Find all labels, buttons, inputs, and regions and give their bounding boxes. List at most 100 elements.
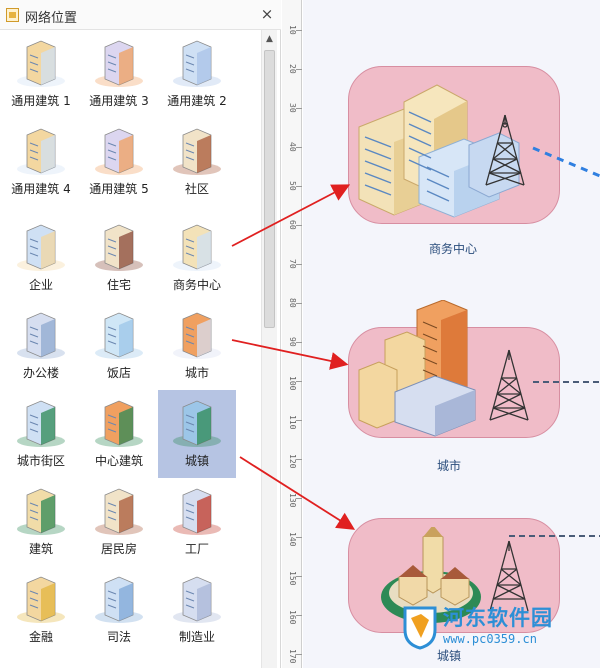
library-item-label: 商务中心 <box>172 278 221 292</box>
library-item-label: 通用建筑 4 <box>11 182 71 196</box>
ruler-tick-label: 70 <box>288 259 297 269</box>
node-business-center[interactable] <box>348 66 560 224</box>
central-building-icon <box>95 400 143 447</box>
ruler-tick-label: 90 <box>288 337 297 347</box>
library-item[interactable]: 通用建筑 4 <box>2 118 80 206</box>
business-center-icon <box>173 224 221 271</box>
library-item[interactable]: 通用建筑 5 <box>80 118 158 206</box>
library-item[interactable]: 通用建筑 2 <box>158 30 236 118</box>
library-item-label: 通用建筑 1 <box>11 94 71 108</box>
ruler-tick-label: 130 <box>288 493 297 508</box>
library-item[interactable]: 居民房 <box>80 478 158 566</box>
house-icon <box>95 224 143 271</box>
library-item[interactable]: 制造业 <box>158 566 236 654</box>
library-item[interactable]: 中心建筑 <box>80 390 158 478</box>
library-item-label: 社区 <box>184 182 209 196</box>
library-item[interactable]: 商务中心 <box>158 214 236 302</box>
ruler-tick-label: 120 <box>288 454 297 469</box>
watermark-title: 河东软件园 <box>443 606 553 630</box>
ruler-tick-label: 50 <box>288 181 297 191</box>
ruler-tick-label: 10 <box>288 25 297 35</box>
link-blue-dashed <box>532 146 600 178</box>
watermark: 河东软件园 www.pc0359.cn <box>395 598 595 660</box>
office-park-icon <box>17 224 65 271</box>
library-item[interactable]: 饭店 <box>80 302 158 390</box>
library-item[interactable]: 办公楼 <box>2 302 80 390</box>
library-item[interactable]: 建筑 <box>2 478 80 566</box>
factory-icon <box>173 488 221 535</box>
city-icon <box>358 300 476 437</box>
building-icon <box>17 40 65 87</box>
manufacturing-icon <box>173 576 221 623</box>
library-item-label: 中心建筑 <box>94 454 143 468</box>
library-item-label: 城市街区 <box>16 454 65 468</box>
vertical-scrollbar[interactable]: ▲ <box>261 30 277 668</box>
city-icon <box>173 312 221 359</box>
library-item-label: 司法 <box>106 630 131 644</box>
ruler-tick-label: 30 <box>288 103 297 113</box>
library-item-label: 制造业 <box>178 630 215 644</box>
ruler-tick-label: 160 <box>288 610 297 625</box>
skyscraper-icon <box>173 40 221 87</box>
library-item[interactable]: 通用建筑 1 <box>2 30 80 118</box>
town-icon <box>381 527 481 623</box>
watermark-url: www.pc0359.cn <box>443 632 537 646</box>
panel-title: 网络位置 <box>25 11 78 26</box>
library-icon <box>6 8 19 22</box>
ruler-tick-label: 80 <box>288 298 297 308</box>
library-item[interactable]: 司法 <box>80 566 158 654</box>
library-item-label: 工厂 <box>184 542 209 556</box>
antenna-tower-icon <box>489 349 529 421</box>
node-label-town: 城镇 <box>436 649 461 663</box>
ruler-tick-label: 60 <box>288 220 297 230</box>
library-item[interactable]: 城市街区 <box>2 390 80 478</box>
architecture-icon <box>17 488 65 535</box>
library-item-label: 建筑 <box>28 542 53 556</box>
watermark-logo-icon <box>403 606 437 650</box>
network-links <box>509 146 600 537</box>
office-building-icon <box>17 312 65 359</box>
library-item-label: 住宅 <box>106 278 131 292</box>
library-item-label: 饭店 <box>106 366 131 380</box>
antenna-tower-icon <box>485 114 525 186</box>
scroll-up-button[interactable]: ▲ <box>266 34 273 44</box>
library-item-label: 通用建筑 3 <box>89 94 149 108</box>
library-item[interactable]: 通用建筑 3 <box>80 30 158 118</box>
ruler-tick-label: 150 <box>288 571 297 586</box>
library-item[interactable]: 住宅 <box>80 214 158 302</box>
library-item[interactable]: 城镇 <box>158 390 236 478</box>
library-item-label: 企业 <box>28 278 53 292</box>
node-town[interactable] <box>348 518 560 633</box>
city-block-icon <box>17 400 65 447</box>
library-item[interactable]: 企业 <box>2 214 80 302</box>
node-city[interactable] <box>348 300 560 438</box>
ruler-tick-label: 40 <box>288 142 297 152</box>
library-item-label: 金融 <box>28 630 53 644</box>
shape-grid: 通用建筑 1 通用建筑 3 通用建筑 2 通用建筑 4 通用建筑 5 社区企业 住宅 商务中心… <box>0 30 258 668</box>
drawing-canvas[interactable]: 商务中心 城市 <box>303 0 600 668</box>
scroll-thumb[interactable] <box>264 50 275 328</box>
tower-icon <box>95 40 143 87</box>
houses-icon <box>173 128 221 175</box>
ruler-tick-label: 20 <box>288 64 297 74</box>
residence-icon <box>95 488 143 535</box>
node-label-city: 城市 <box>436 459 461 473</box>
library-item[interactable]: 金融 <box>2 566 80 654</box>
hotel-icon <box>95 312 143 359</box>
finance-icon <box>17 576 65 623</box>
library-item-label: 办公楼 <box>22 366 59 380</box>
library-item-label: 城市 <box>184 366 209 380</box>
library-item[interactable]: 工厂 <box>158 478 236 566</box>
ruler-tick-label: 170 <box>288 649 297 664</box>
tower-icon <box>95 128 143 175</box>
node-label-business-center: 商务中心 <box>428 242 477 256</box>
close-button[interactable]: × <box>260 5 274 23</box>
ruler-tick-label: 110 <box>288 415 297 430</box>
library-item[interactable]: 城市 <box>158 302 236 390</box>
library-item-label: 城镇 <box>184 454 209 468</box>
building-icon <box>17 128 65 175</box>
library-item[interactable]: 社区 <box>158 118 236 206</box>
panel-header: 网络位置 × <box>0 0 281 30</box>
justice-icon <box>95 576 143 623</box>
